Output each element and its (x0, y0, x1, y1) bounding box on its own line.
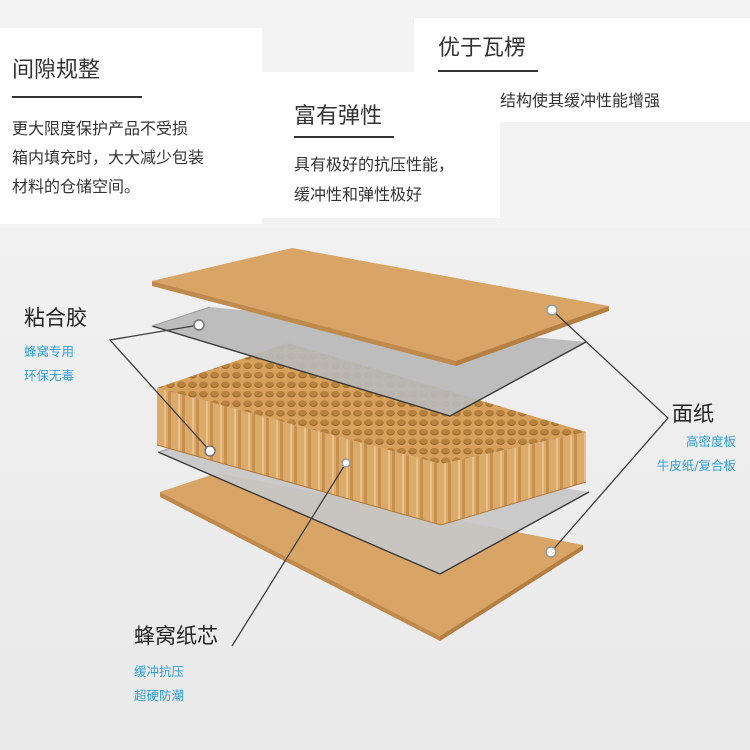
label-glue-name: 粘合胶 (24, 306, 87, 330)
card-desc-line: 具有极好的抗压性能， (294, 155, 455, 174)
label-face-sub: 牛皮纸/复合板 (656, 458, 736, 473)
honeycomb-core (156, 343, 587, 526)
label-glue: 粘合胶 蜂窝专用 环保无毒 (24, 302, 87, 388)
card-title: 富有弹性 (294, 104, 383, 129)
label-face-sub: 高密度板 (685, 434, 736, 449)
label-glue-sub: 蜂窝专用 (24, 344, 75, 359)
label-face: 面纸 (672, 398, 738, 428)
label-core-sub: 缓冲抗压 (134, 664, 185, 679)
label-glue-sub: 环保无毒 (24, 368, 75, 383)
card-desc-line: 箱内填充时，大大减少包装 (12, 148, 205, 167)
marker-bottom-face (545, 546, 557, 558)
card-divider (12, 96, 142, 98)
card-divider (438, 70, 538, 72)
label-core: 蜂窝纸芯 缓冲抗压 超硬防潮 (134, 620, 218, 708)
bottom-face-sheet (160, 473, 583, 641)
marker-top-face (546, 304, 558, 316)
marker-dots (193, 304, 558, 558)
marker-core (341, 458, 351, 468)
card-title: 优于瓦楞 (438, 36, 527, 61)
label-face-subs: 高密度板 牛皮纸/复合板 (657, 430, 736, 478)
marker-bottom-glue (204, 445, 216, 457)
card-desc-line: 缓冲性和弹性极好 (294, 185, 423, 204)
label-core-name: 蜂窝纸芯 (134, 624, 218, 648)
leader-core (231, 462, 347, 647)
leader-face (550, 309, 669, 553)
card-divider (294, 136, 394, 138)
leader-lines (108, 309, 669, 647)
feature-card-elastic: 富有弹性 具有极好的抗压性能， 缓冲性和弹性极好 (262, 72, 500, 218)
leader-glue (108, 324, 211, 452)
label-core-sub: 超硬防潮 (134, 688, 185, 703)
card-desc-line: 更大限度保护产品不受损 (12, 119, 189, 138)
top-face-sheet (152, 248, 609, 366)
feature-card-spacing: 间隙规整 更大限度保护产品不受损 箱内填充时，大大减少包装 材料的仓储空间。 (0, 28, 262, 224)
label-face-name: 面纸 (672, 402, 714, 426)
card-title: 间隙规整 (12, 58, 101, 83)
card-desc-line: 材料的仓储空间。 (12, 177, 141, 196)
marker-top-glue (193, 319, 205, 331)
